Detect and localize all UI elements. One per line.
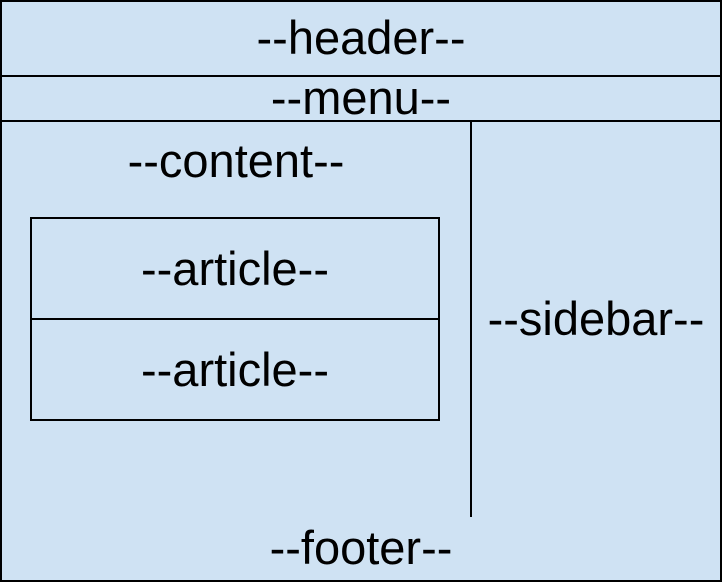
sidebar-label: --sidebar-- — [487, 292, 705, 346]
header-label: --header-- — [256, 11, 466, 65]
article-box: --article-- — [30, 318, 440, 422]
article-label: --article-- — [141, 241, 329, 295]
article-label: --article-- — [141, 342, 329, 396]
content-label: --content-- — [127, 134, 345, 187]
footer-label: --footer-- — [269, 521, 453, 575]
article-box: --article-- — [30, 217, 440, 321]
menu-section: --menu-- — [2, 71, 720, 124]
middle-row: --content-- --article-- --article-- --si… — [2, 122, 720, 517]
header-section: --header-- — [2, 2, 720, 77]
footer-section: --footer-- — [2, 517, 720, 580]
menu-label: --menu-- — [270, 71, 452, 125]
content-section: --content-- --article-- --article-- — [2, 122, 472, 517]
sidebar-section: --sidebar-- — [472, 122, 720, 517]
